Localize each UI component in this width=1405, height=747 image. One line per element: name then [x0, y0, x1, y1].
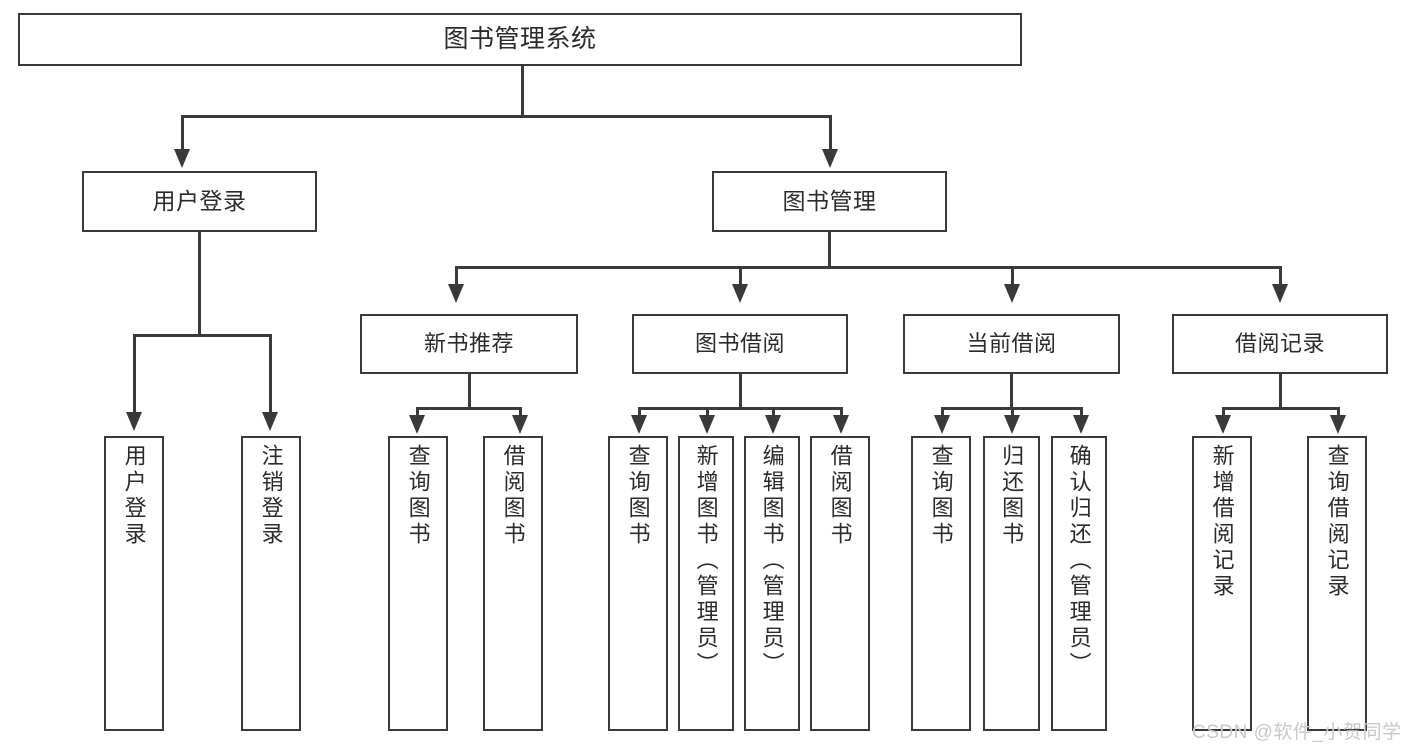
connector-book-borrow-drop-4: [840, 407, 843, 418]
arrow-to-new-book: [448, 284, 464, 303]
node-label: 用户登录: [121, 444, 147, 548]
leaf-confirm-return-admin[interactable]: 确认归还（管理员）: [1051, 436, 1107, 731]
node-new-book-recommend[interactable]: 新书推荐: [360, 314, 578, 374]
arrow-to-leaf-user-login: [126, 412, 142, 431]
node-label: 图书借阅: [694, 331, 785, 357]
arrow-to-current-borrow: [1004, 284, 1020, 303]
connector-level2-drop-4: [1279, 266, 1282, 286]
leaf-borrow-book-recommend[interactable]: 借阅图书: [483, 436, 543, 731]
leaf-query-book-borrow[interactable]: 查询图书: [608, 436, 668, 731]
node-label: 当前借阅: [966, 331, 1057, 357]
arrow-to-leaf-return-book: [1004, 415, 1020, 434]
leaf-return-book[interactable]: 归还图书: [983, 436, 1040, 731]
connector-borrow-record-bus: [1222, 407, 1339, 410]
node-book-manage[interactable]: 图书管理: [712, 171, 947, 232]
node-label: 归还图书: [999, 444, 1025, 548]
connector-borrow-record-drop-2: [1337, 407, 1340, 418]
arrow-to-book-manage: [822, 149, 838, 168]
node-borrow-record[interactable]: 借阅记录: [1172, 314, 1388, 374]
node-label: 查询图书: [405, 444, 431, 548]
node-label: 借阅记录: [1234, 331, 1325, 357]
node-label: 借阅图书: [500, 444, 526, 548]
node-user-login[interactable]: 用户登录: [82, 171, 317, 232]
node-label: 图书管理: [782, 188, 877, 215]
arrow-to-leaf-edit-book: [765, 415, 781, 434]
watermark-text: CSDN @软件_小贺同学: [1192, 722, 1402, 743]
connector-book-borrow-bus: [638, 407, 842, 410]
connector-root-stem: [521, 66, 524, 117]
connector-book-borrow-drop-1: [638, 407, 641, 418]
arrow-to-book-borrow: [732, 284, 748, 303]
arrow-to-leaf-add-record: [1215, 415, 1231, 434]
arrow-to-leaf-logout: [262, 412, 278, 431]
connector-new-book-drop-2: [519, 407, 522, 418]
leaf-query-book-current[interactable]: 查询图书: [911, 436, 971, 731]
node-current-borrow[interactable]: 当前借阅: [903, 314, 1120, 374]
node-label: 新书推荐: [423, 331, 514, 357]
leaf-logout[interactable]: 注销登录: [241, 436, 301, 731]
connector-book-borrow-drop-3: [772, 407, 775, 418]
connector-book-manage-stem: [828, 232, 831, 268]
arrow-to-leaf-confirm-return: [1073, 415, 1089, 434]
connector-user-login-bus: [133, 334, 270, 337]
arrow-to-leaf-query-book-1: [409, 415, 425, 434]
arrow-to-borrow-record: [1272, 284, 1288, 303]
leaf-user-login[interactable]: 用户登录: [104, 436, 164, 731]
leaf-borrow-book[interactable]: 借阅图书: [810, 436, 870, 731]
connector-level1-drop-2: [829, 115, 832, 151]
connector-book-borrow-drop-2: [706, 407, 709, 418]
connector-user-login-drop-1: [133, 334, 136, 414]
node-label: 确认归还（管理员）: [1066, 444, 1092, 678]
arrow-to-leaf-borrow-book-1: [512, 415, 528, 434]
arrow-to-leaf-query-book-2: [631, 415, 647, 434]
connector-new-book-stem: [468, 374, 471, 408]
connector-level1-drop-1: [181, 115, 184, 151]
arrow-to-user-login: [174, 149, 190, 168]
connector-level2-drop-3: [1011, 266, 1014, 286]
connector-new-book-bus: [416, 407, 522, 410]
leaf-query-book-recommend[interactable]: 查询图书: [388, 436, 448, 731]
node-label: 注销登录: [258, 444, 284, 548]
arrow-to-leaf-add-book: [699, 415, 715, 434]
node-label: 编辑图书（管理员）: [759, 444, 785, 678]
arrow-to-leaf-query-book-3: [934, 415, 950, 434]
node-label: 查询图书: [625, 444, 651, 548]
connector-current-borrow-drop-1: [941, 407, 944, 418]
node-root-system[interactable]: 图书管理系统: [18, 13, 1022, 66]
connector-new-book-drop-1: [416, 407, 419, 418]
connector-current-borrow-drop-3: [1080, 407, 1083, 418]
connector-borrow-record-drop-1: [1222, 407, 1225, 418]
node-label: 新增图书（管理员）: [693, 444, 719, 678]
connector-level2-drop-2: [739, 266, 742, 286]
leaf-add-borrow-record[interactable]: 新增借阅记录: [1192, 436, 1252, 731]
node-label: 用户登录: [152, 188, 247, 215]
node-label: 图书管理系统: [443, 25, 597, 54]
connector-book-borrow-stem: [739, 374, 742, 408]
connector-level2-drop-1: [455, 266, 458, 286]
leaf-query-borrow-record[interactable]: 查询借阅记录: [1307, 436, 1367, 731]
connector-level2-bus: [455, 266, 1281, 269]
arrow-to-leaf-borrow-book-2: [833, 415, 849, 434]
connector-current-borrow-stem: [1010, 374, 1013, 408]
node-label: 新增借阅记录: [1209, 444, 1235, 600]
leaf-edit-book-admin[interactable]: 编辑图书（管理员）: [744, 436, 800, 731]
connector-user-login-stem: [198, 232, 201, 335]
connector-current-borrow-drop-2: [1011, 407, 1014, 418]
node-book-borrow[interactable]: 图书借阅: [632, 314, 848, 374]
node-label: 查询图书: [928, 444, 954, 548]
leaf-add-book-admin[interactable]: 新增图书（管理员）: [678, 436, 734, 731]
connector-user-login-drop-2: [269, 334, 272, 414]
node-label: 查询借阅记录: [1324, 444, 1350, 600]
node-label: 借阅图书: [827, 444, 853, 548]
arrow-to-leaf-query-record: [1330, 415, 1346, 434]
connector-level1-bus: [181, 115, 832, 118]
connector-borrow-record-stem: [1279, 374, 1282, 408]
